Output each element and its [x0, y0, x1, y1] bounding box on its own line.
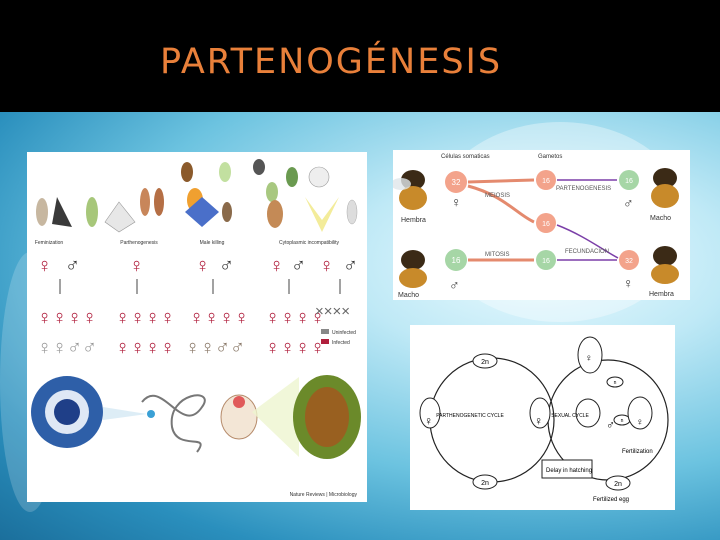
male-symbol-icon: ♂ — [343, 255, 358, 277]
legend-infected: Infected — [332, 340, 350, 346]
bee-female-icon — [651, 246, 679, 284]
sexual-cycle-label: SEXUAL CYCLE — [551, 413, 589, 419]
bee-male-icon — [651, 168, 679, 208]
male-symbol-icon: ♂ — [291, 255, 306, 277]
male-symbol-icon: ♂ — [623, 195, 634, 211]
offspring-killed-males: ♀♀♂♂ — [185, 337, 245, 359]
fertilization-label: Fertilization — [622, 449, 653, 455]
meiosis-label: MEIOSIS — [485, 193, 510, 199]
rotifer-life-cycle-figure: 2n n n n 2n 2n ♀ ♀ ♀ ♂ ♀ PARTHENOGENETIC… — [410, 325, 675, 510]
label-parthenogenesis: Parthenogenesis — [120, 240, 158, 246]
process-arrows — [467, 178, 619, 262]
offspring-females: ♀♀♀♀ — [189, 307, 249, 329]
female-symbol-icon: ♀ — [585, 353, 593, 364]
chromosome-circles: 32 ♀ 16 ♂ 16 16 16 16 ♂ 32 ♀ — [445, 170, 639, 293]
female-symbol-icon: ♀ — [319, 255, 334, 277]
wolbachia-phenotypes-figure: Feminization Parthenogenesis Male killin… — [27, 152, 367, 502]
figure-credit: Nature Reviews | Microbiology — [290, 492, 358, 498]
female-symbol-icon: ♀ — [623, 275, 634, 291]
fertilization-label: FECUNDACION — [565, 249, 609, 255]
male-label: Macho — [398, 292, 419, 299]
label-cytoplasmic-incompatibility: Cytoplasmic incompatibility — [279, 240, 340, 246]
label-male-killing: Male killing — [200, 240, 225, 246]
micrographs — [31, 375, 361, 459]
bee-male-icon — [399, 250, 427, 288]
female-symbol-icon: ♀ — [451, 194, 462, 210]
offspring-females: ♀♀♀♀ — [115, 307, 175, 329]
female-symbol-icon: ♀ — [37, 255, 52, 277]
mitosis-label: MITOSIS — [485, 252, 510, 258]
offspring-females: ♀♀♀♀ — [37, 307, 97, 329]
bee-female-icon — [393, 170, 427, 210]
female-symbol-icon: ♀ — [269, 255, 284, 277]
offspring-females: ♀♀♀♀ — [115, 337, 175, 359]
female-symbol-icon: ♀ — [534, 414, 543, 428]
svg-text:32: 32 — [625, 258, 633, 265]
label-feminization: Feminization — [35, 240, 64, 246]
male-label-right: Macho — [650, 215, 671, 222]
male-symbol-icon: ♂ — [606, 418, 615, 432]
node-2n-bottom-right: 2n — [614, 481, 622, 488]
nodes — [472, 353, 631, 491]
bee-reproduction-figure: Células somaticas Gametos Hembra Macho 3… — [393, 150, 690, 300]
cells-label: Células somaticas — [441, 154, 490, 160]
female-symbol-icon: ♀ — [129, 255, 144, 277]
svg-text:16: 16 — [542, 258, 550, 265]
svg-text:16: 16 — [542, 221, 550, 228]
wolbachia-figure-svg: Feminization Parthenogenesis Male killin… — [31, 159, 361, 498]
female-symbol-icon: ♀ — [636, 417, 644, 428]
parthenogenetic-cycle-label: PARTHENOGENETIC CYCLE — [436, 413, 504, 419]
male-symbol-icon: ♂ — [219, 255, 234, 277]
node-n-1: n — [614, 380, 617, 386]
svg-text:16: 16 — [625, 178, 633, 185]
svg-text:16: 16 — [542, 178, 550, 185]
rotifer-illustrations — [419, 336, 653, 430]
cycle-figure-svg: 2n n n n 2n 2n ♀ ♀ ♀ ♂ ♀ PARTHENOGENETIC… — [419, 336, 669, 503]
female-symbol-icon: ♀ — [195, 255, 210, 277]
parthenogenesis-label: PARTENOGENESIS — [556, 186, 611, 192]
fertilized-egg-label: Fertilized egg — [593, 497, 629, 503]
node-2n-top: 2n — [481, 359, 489, 366]
svg-text:16: 16 — [452, 256, 461, 265]
node-2n-bottom: 2n — [481, 480, 489, 487]
female-label-right: Hembra — [649, 291, 674, 298]
offspring-females: ♀♀♀♀ — [265, 337, 325, 359]
offspring-rows: ♀♀♀♀ ♀♀♀♀ ♀♀♀♀ ♀♀♀♀ ×××× ♀♀♂♂ ♀♀♀♀ ♀♀♂♂ … — [37, 303, 350, 359]
female-symbol-icon: ♀ — [424, 414, 433, 428]
node-n-2: n — [621, 418, 624, 424]
svg-text:32: 32 — [452, 178, 461, 187]
insect-illustrations — [36, 159, 358, 233]
female-label: Hembra — [401, 217, 426, 224]
cross-arrows — [59, 279, 341, 294]
slide-title: PARTENOGÉNESIS — [160, 42, 503, 82]
male-symbol-icon: ♂ — [449, 277, 460, 293]
offspring-females: ♀♀♀♀ — [265, 307, 325, 329]
delay-box — [541, 459, 593, 479]
male-symbol-icon: ♂ — [65, 255, 80, 277]
bee-figure-svg: Células somaticas Gametos Hembra Macho 3… — [393, 154, 679, 299]
gametes-label: Gametos — [538, 154, 562, 160]
offspring-mixed: ♀♀♂♂ — [37, 337, 97, 359]
legend-uninfected: Uninfected — [332, 330, 356, 336]
title-bar: PARTENOGÉNESIS — [0, 0, 720, 112]
incompatible-cross-icon: ×××× — [315, 303, 350, 320]
parent-symbols: ♀ ♂ ♀ ♀ ♂ ♀ ♂ ♀ ♂ — [37, 255, 358, 277]
legend: Uninfected Infected — [321, 329, 356, 346]
delay-label: Delay in hatching — [546, 468, 592, 474]
